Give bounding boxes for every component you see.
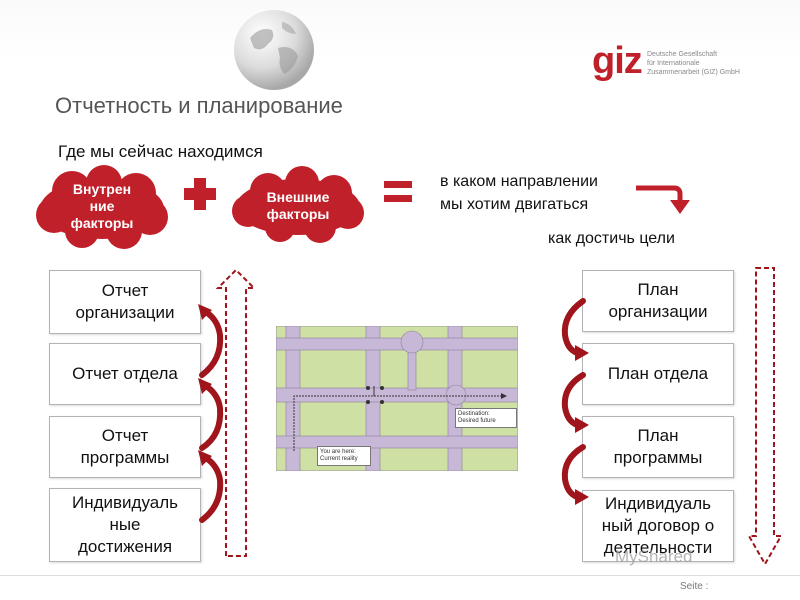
map-label-line: Destination: [458, 411, 490, 417]
giz-logo-line: Zusammenarbeit (GIZ) GmbH [647, 69, 740, 76]
map-label-line: Desired future [458, 418, 496, 424]
page-label: Seite : [680, 581, 709, 592]
curved-arrow-icon [198, 304, 224, 523]
cloud-line: факторы [266, 206, 330, 222]
direction-line: мы хотим двигаться [440, 196, 589, 213]
map-diagram [276, 326, 518, 471]
curved-arrow-icon [561, 298, 589, 505]
box-line: программы [80, 448, 170, 467]
equals-icon [384, 181, 412, 202]
box-line: Отчет [101, 426, 149, 445]
cloud-line: Внешние [266, 189, 330, 205]
map-label-line: You are here: [320, 449, 356, 455]
report-organization-box: Отчет организации [49, 270, 201, 334]
destination-label: Destination: Desired future [455, 408, 517, 428]
box-line: программы [613, 448, 703, 467]
giz-logo-line: Deutsche Gesellschaft [647, 51, 718, 58]
map-label-line: Current reality [320, 456, 358, 462]
cloud-line: ние [89, 198, 115, 214]
internal-factors-cloud [36, 165, 168, 249]
report-program-box: Отчет программы [49, 416, 201, 478]
watermark: MyShared [615, 547, 693, 566]
report-department-box: Отчет отдела [49, 343, 201, 405]
individual-contract-box: Индивидуаль ный договор о деятельности [582, 490, 734, 562]
cloud-line: Внутрен [72, 181, 132, 197]
page-title: Отчетность и планирование [55, 93, 343, 118]
box-line: Индивидуаль [71, 493, 178, 512]
giz-logo: giz [592, 40, 643, 82]
plan-program-box: План программы [582, 416, 734, 478]
footer-divider [0, 575, 800, 576]
giz-logo-line: für Internationale [647, 60, 700, 67]
direction-line: в каком направлении [440, 173, 598, 190]
direction-text: в каком направлении мы хотим двигаться [440, 170, 598, 216]
external-factors-cloud [232, 166, 364, 243]
turn-arrow-icon [636, 185, 690, 214]
dashed-down-arrow-icon [748, 267, 782, 566]
cloud-line: факторы [70, 215, 134, 231]
plus-icon [184, 178, 216, 210]
box-line: организации [608, 302, 708, 321]
box-line: деятельности [603, 538, 713, 557]
plan-organization-box: План организации [582, 270, 734, 332]
box-line: ный договор о [601, 516, 715, 535]
box-line: План отдела [607, 364, 709, 383]
box-line: План [637, 426, 679, 445]
giz-logo-text: Deutsche Gesellschaft für Internationale… [647, 50, 740, 77]
header-band [0, 0, 800, 60]
box-line: План [637, 280, 679, 299]
goal-text: как достичь цели [548, 230, 675, 247]
internal-factors-label: Внутрен ние факторы [52, 181, 152, 232]
box-line: организации [75, 303, 175, 322]
box-line: Отчет [101, 281, 149, 300]
subtitle: Где мы сейчас находимся [58, 142, 263, 161]
plan-department-box: План отдела [582, 343, 734, 405]
box-line: достижения [77, 537, 173, 556]
you-are-here-label: You are here: Current reality [317, 446, 371, 466]
globe-icon [234, 10, 314, 90]
dashed-up-arrow-icon [216, 268, 256, 557]
box-line: Индивидуаль [604, 494, 711, 513]
box-line: Отчет отдела [72, 364, 178, 383]
external-factors-label: Внешние факторы [248, 189, 348, 223]
box-line: ные [109, 515, 141, 534]
individual-achievements-box: Индивидуаль ные достижения [49, 488, 201, 562]
